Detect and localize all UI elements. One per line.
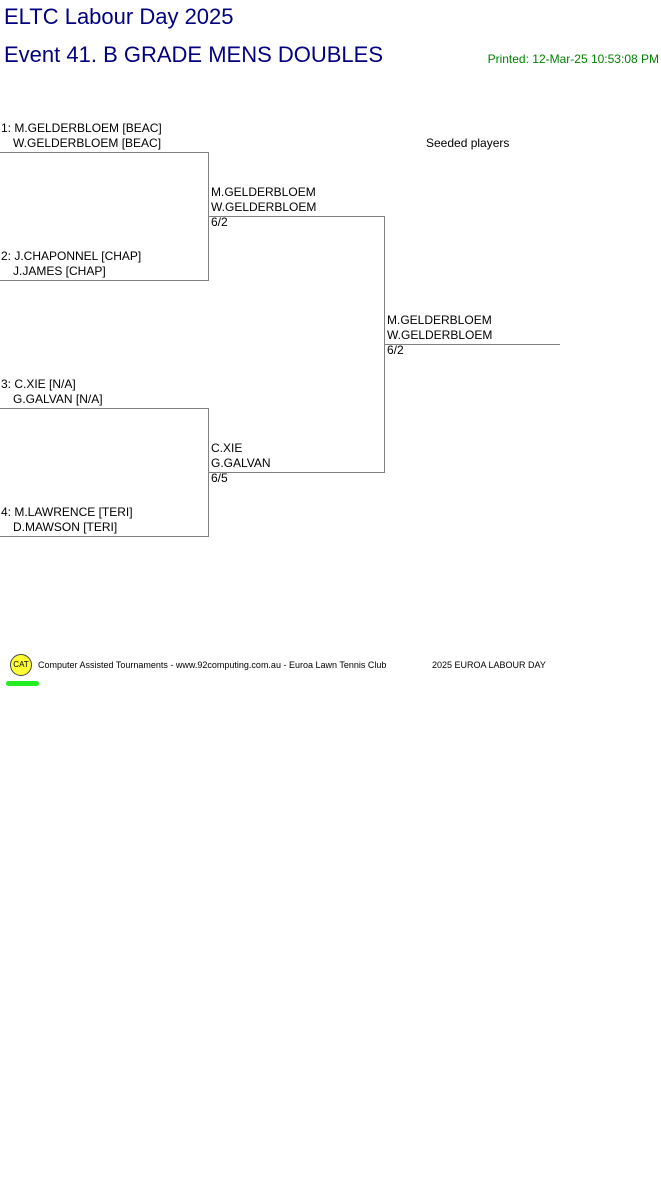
entry-4-player-1: 4: M.LAWRENCE [TERI]	[1, 505, 133, 519]
semi-1-line	[208, 216, 384, 217]
entry-1-player-1: 1: M.GELDERBLOEM [BEAC]	[1, 121, 162, 135]
footer-credit: Computer Assisted Tournaments - www.92co…	[38, 660, 387, 670]
semi-2-score: 6/5	[211, 471, 228, 485]
entry-2-player-1: 2: J.CHAPONNEL [CHAP]	[1, 249, 142, 263]
final-score: 6/2	[387, 343, 404, 357]
tournament-title: ELTC Labour Day 2025	[4, 4, 234, 29]
entry-1-line	[0, 152, 208, 153]
semi-1-score: 6/2	[211, 215, 228, 229]
entry-1-player-2: W.GELDERBLOEM [BEAC]	[13, 136, 162, 150]
entry-2-line	[0, 280, 208, 281]
footer-tournament: 2025 EUROA LABOUR DAY	[432, 660, 546, 670]
semi-1-player-1: M.GELDERBLOEM	[211, 185, 316, 199]
entry-3-line	[0, 408, 208, 409]
final-line	[384, 344, 560, 345]
semi-2-player-2: G.GALVAN	[211, 456, 271, 470]
final-player-1: M.GELDERBLOEM	[387, 313, 492, 327]
semi-1-player-2: W.GELDERBLOEM	[211, 200, 317, 214]
event-title: Event 41. B GRADE MENS DOUBLES	[4, 42, 384, 67]
final-player-2: W.GELDERBLOEM	[387, 328, 493, 342]
entry-3-player-1: 3: C.XIE [N/A]	[1, 377, 76, 391]
entry-3-player-2: G.GALVAN [N/A]	[13, 392, 103, 406]
semi-2-player-1: C.XIE	[211, 441, 243, 455]
semi-2-line	[208, 472, 384, 473]
cat-logo: CAT	[10, 654, 32, 676]
printed-timestamp: Printed: 12-Mar-25 10:53:08 PM	[487, 52, 659, 66]
seeded-players-label: Seeded players	[426, 136, 510, 150]
entry-4-line	[0, 536, 208, 537]
cat-logo-underline	[6, 681, 39, 686]
entry-4-player-2: D.MAWSON [TERI]	[13, 520, 118, 534]
entry-2-player-2: J.JAMES [CHAP]	[13, 264, 106, 278]
